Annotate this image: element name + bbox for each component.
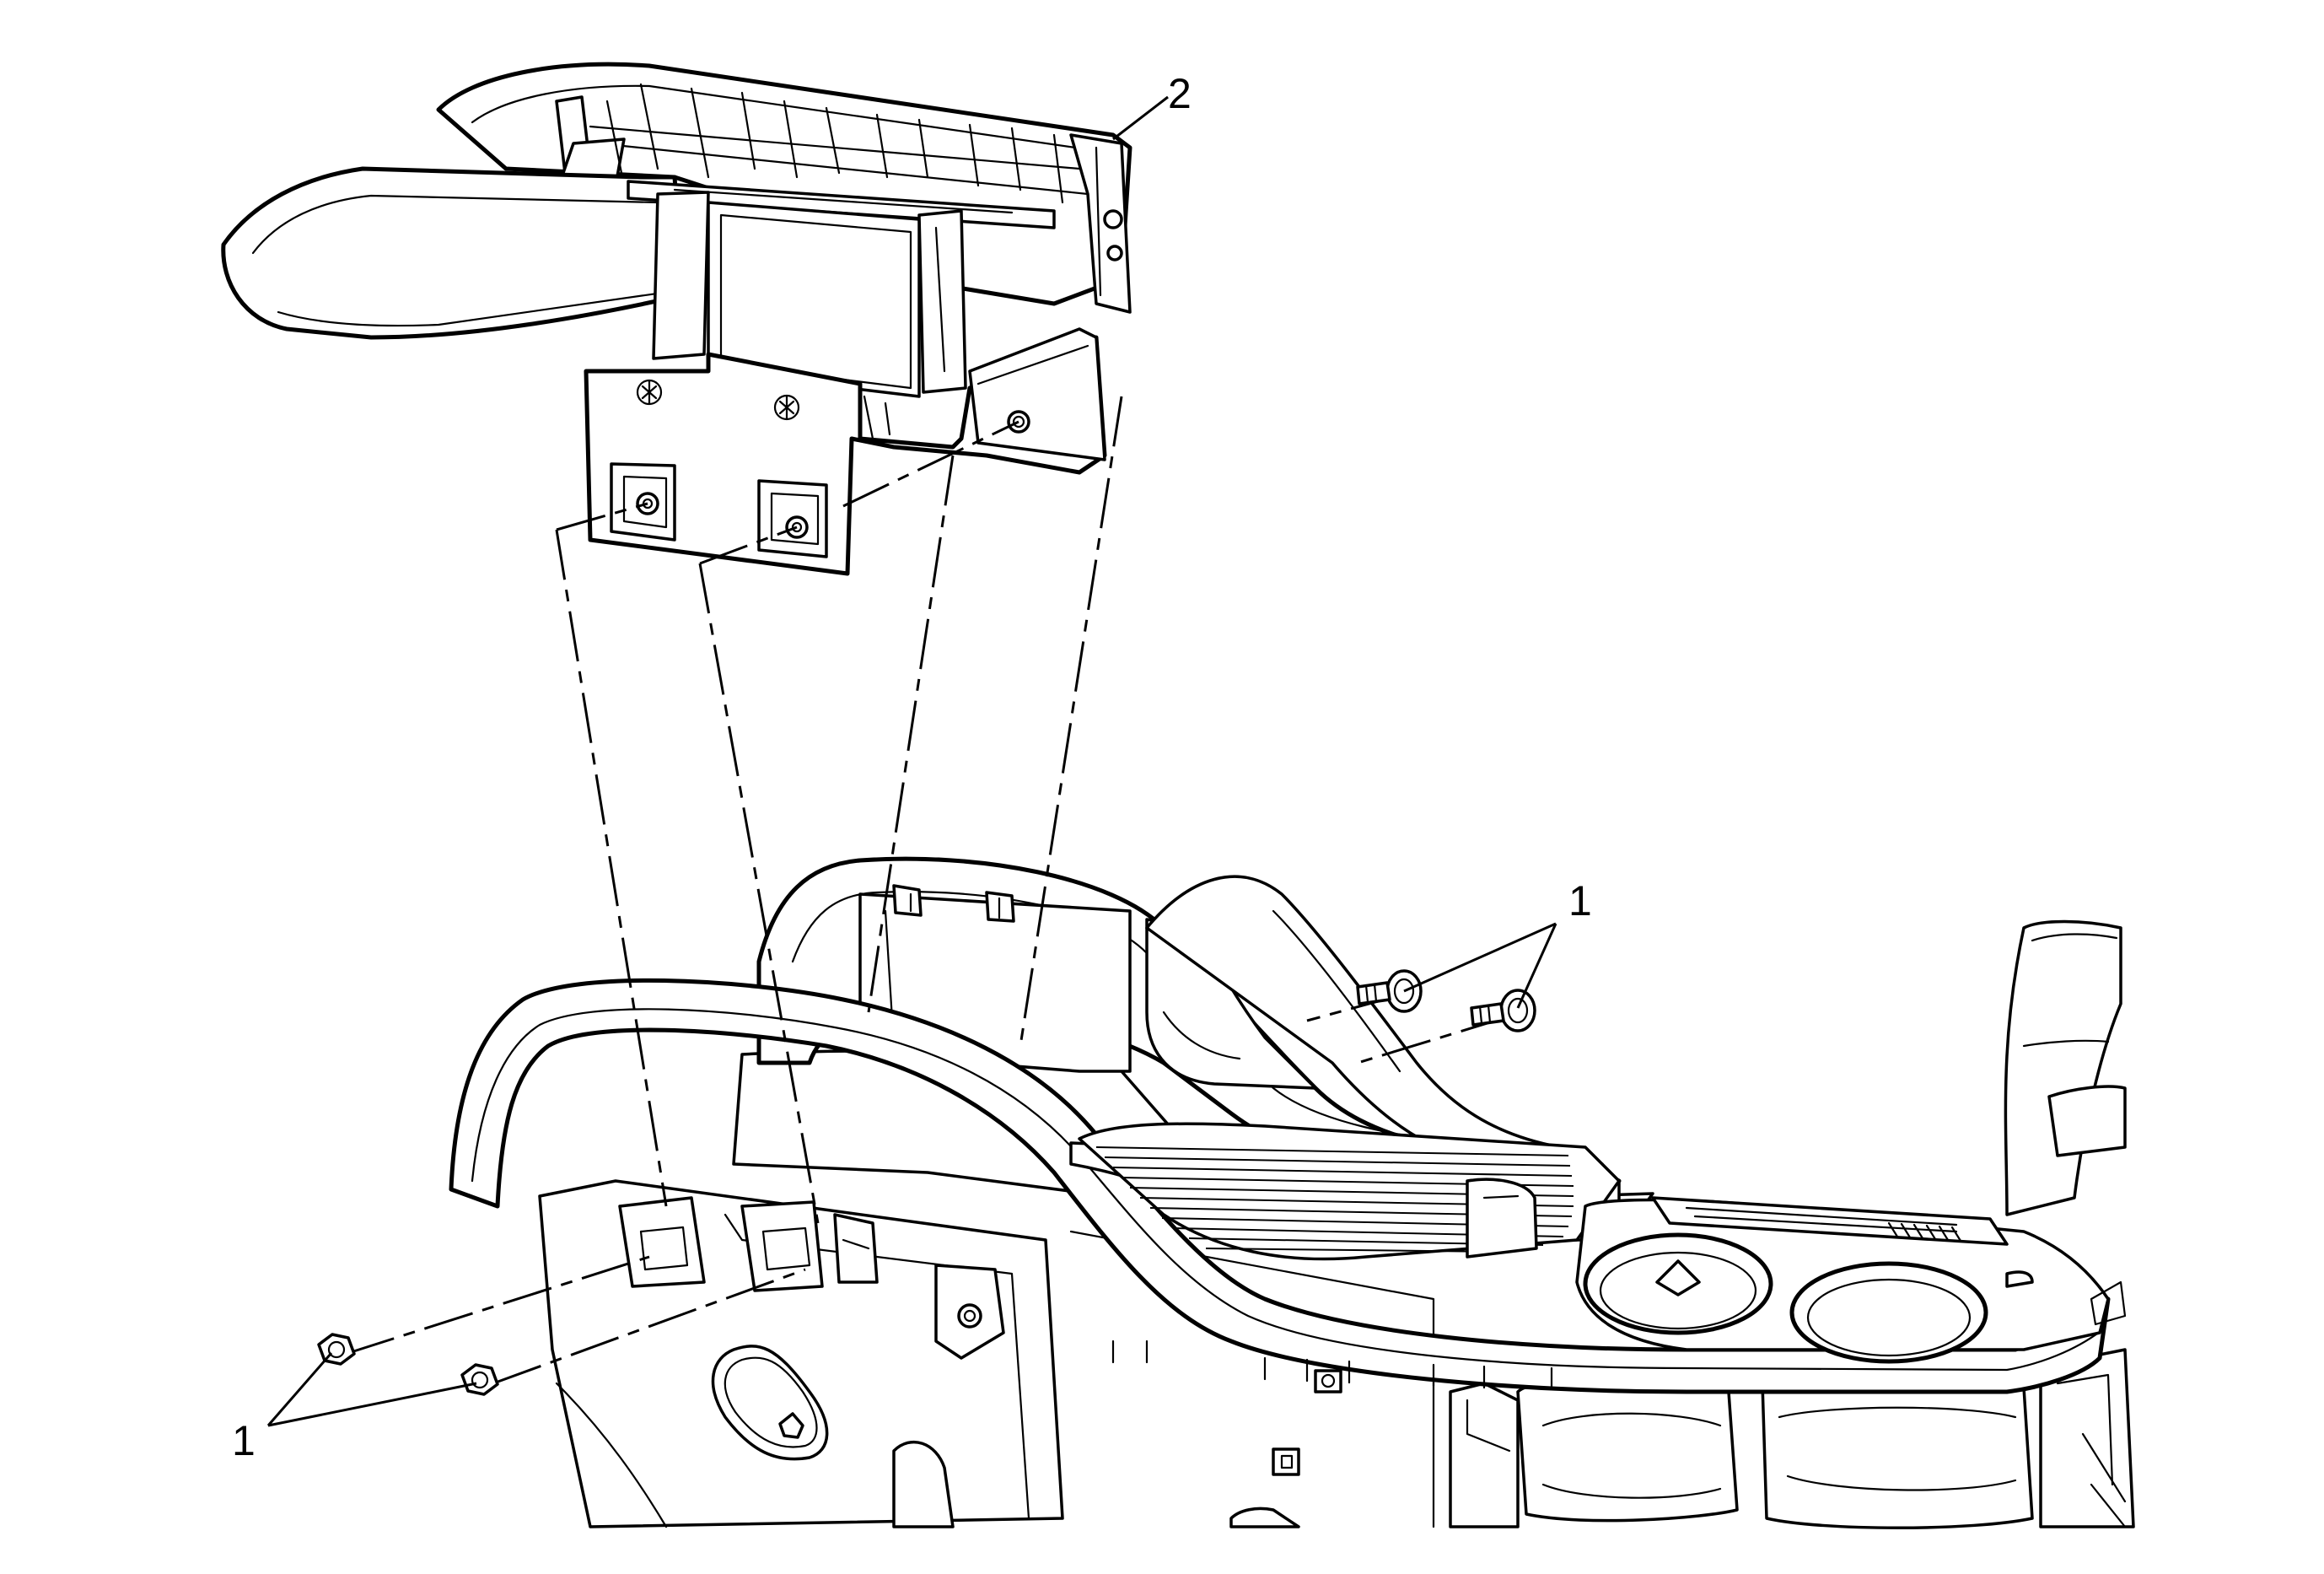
callout-2-label: 2	[1168, 70, 1192, 117]
callout-1-lower: 1	[232, 1352, 477, 1464]
callout-1-lower-label: 1	[232, 1417, 256, 1464]
fastener-lower-right	[460, 1363, 499, 1396]
fastener-upper-right	[1470, 989, 1536, 1032]
bracket-clip-left	[636, 379, 663, 406]
tray-ribs	[1095, 1146, 1574, 1253]
bracket-center-plate	[707, 201, 921, 398]
shifter-boot	[2004, 919, 2122, 1216]
cup-holder-left	[1583, 1232, 1773, 1335]
callout-1-upper: 1	[1403, 877, 1592, 1009]
bracket-clip-right	[773, 394, 800, 421]
cup-holder-right	[1789, 1261, 1988, 1364]
callout-2: 2	[1112, 70, 1192, 141]
center-console	[449, 856, 2135, 1529]
console-bracket	[221, 62, 1132, 576]
bracket-arm	[221, 166, 686, 340]
callout-1-upper-label: 1	[1568, 877, 1592, 924]
